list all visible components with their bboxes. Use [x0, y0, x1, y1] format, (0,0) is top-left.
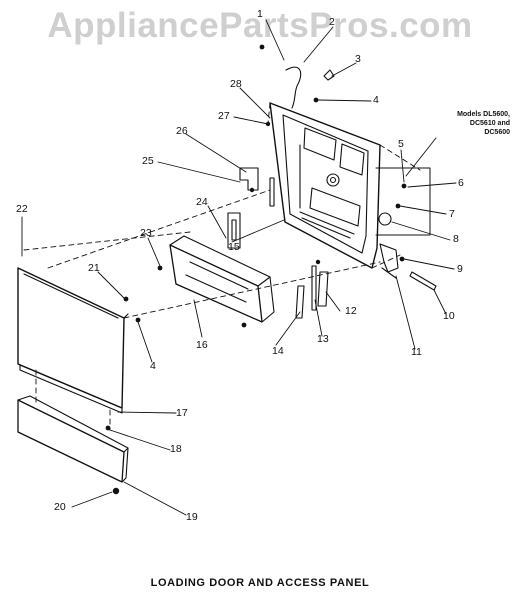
cable-clip [323, 69, 335, 81]
callout-5: 5 [398, 138, 404, 150]
left-hinge [239, 167, 259, 191]
callout-27: 27 [218, 110, 230, 122]
right-hinge [379, 243, 399, 273]
callout-4a: 4 [373, 94, 379, 106]
hinge-pin [409, 271, 437, 291]
door-stop-12 [317, 271, 329, 307]
strike-plate [227, 212, 241, 249]
callout-3: 3 [355, 53, 361, 65]
fasteners [105, 44, 407, 495]
callout-10: 10 [443, 310, 455, 322]
callout-12: 12 [345, 305, 357, 317]
door-cable [285, 66, 302, 109]
callout-9: 9 [457, 263, 463, 275]
callout-26: 26 [176, 125, 188, 137]
handle-bar [169, 235, 275, 323]
callout-13: 13 [317, 333, 329, 345]
callout-11: 11 [411, 346, 422, 358]
models-note: Models DL5600, DC5610 and DC5600 [457, 111, 510, 136]
callout-2: 2 [329, 16, 335, 28]
callout-17: 17 [176, 407, 188, 419]
access-panel [17, 395, 129, 483]
door-stop-13 [311, 265, 317, 311]
callout-20: 20 [54, 501, 66, 513]
callout-8: 8 [453, 233, 459, 245]
watermark: AppliancePartsPros.com [47, 6, 473, 45]
callout-18: 18 [170, 443, 182, 455]
callout-6: 6 [458, 177, 464, 189]
callout-7: 7 [449, 208, 455, 220]
diagram-caption: LOADING DOOR AND ACCESS PANEL [150, 577, 370, 589]
callout-14: 14 [272, 345, 284, 357]
callout-16: 16 [196, 339, 208, 351]
trim-strip [19, 364, 123, 414]
callout-1: 1 [257, 8, 263, 20]
callout-4b: 4 [150, 360, 156, 372]
callout-28: 28 [230, 78, 242, 90]
callout-23: 23 [140, 227, 152, 239]
callout-15: 15 [228, 241, 240, 253]
door-stop-14 [295, 285, 305, 319]
callout-24: 24 [196, 196, 208, 208]
callout-22: 22 [16, 203, 28, 215]
inner-door-panel [269, 102, 392, 269]
leader-lines [21, 19, 457, 516]
alignment-lines [23, 102, 421, 431]
callout-25: 25 [142, 155, 154, 167]
callout-19: 19 [186, 511, 198, 523]
callout-21: 21 [88, 262, 100, 274]
